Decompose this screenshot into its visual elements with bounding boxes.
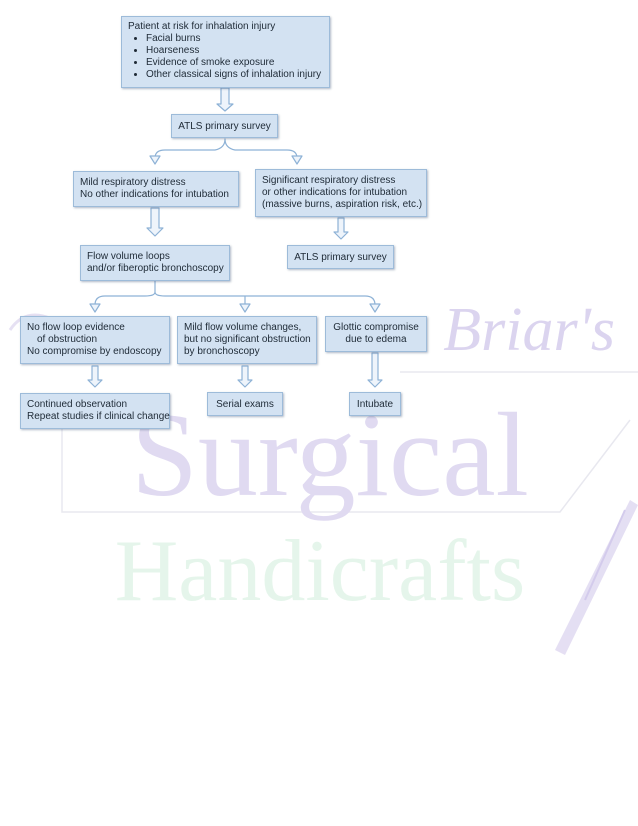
risk-sign-item: Facial burns [146, 33, 323, 45]
box-intubate: Intubate [349, 392, 401, 416]
box-flow-volume-loops: Flow volume loops and/or fiberoptic bron… [80, 245, 230, 281]
box-atls-primary-survey-right: ATLS primary survey [287, 245, 394, 269]
arrowhead-mild-changes [239, 303, 251, 313]
branch-atls [154, 138, 298, 159]
risk-sign-item: Evidence of smoke exposure [146, 57, 323, 69]
box-atls-primary-survey-top: ATLS primary survey [171, 114, 278, 138]
box-glottic-compromise: Glottic compromise due to edema [325, 316, 427, 352]
risk-sign-item: Other classical signs of inhalation inju… [146, 69, 323, 81]
box-no-flow-loop-evidence: No flow loop evidence of obstruction No … [20, 316, 170, 364]
arrowhead-significant [291, 155, 303, 165]
risk-sign-item: Hoarseness [146, 45, 323, 57]
box-mild-respiratory-distress: Mild respiratory distress No other indic… [73, 171, 239, 207]
watermark-line1: Briar's [443, 296, 615, 364]
box-serial-exams: Serial exams [207, 392, 283, 416]
arrowhead-mild [149, 155, 161, 165]
branch-flow [94, 280, 376, 306]
box-significant-respiratory-distress: Significant respiratory distress or othe… [255, 169, 427, 217]
arrow-mild-to-flow [146, 207, 164, 237]
box-patient-at-risk: Patient at risk for inhalation injury Fa… [121, 16, 330, 88]
watermark-line2: Surgical [131, 388, 529, 521]
watermark-frame [61, 419, 631, 513]
arrowhead-glottic [369, 303, 381, 313]
arrow-glottic-to-intubate [367, 352, 383, 388]
arrow-mild-changes-to-serial [237, 365, 253, 388]
scalpel-icon [555, 500, 638, 655]
risk-signs-list: Facial burns Hoarseness Evidence of smok… [128, 33, 323, 81]
watermark-line3: Handicrafts [115, 523, 525, 620]
arrow-significant-to-atls [333, 217, 349, 240]
box-mild-flow-volume-changes: Mild flow volume changes, but no signifi… [177, 316, 317, 364]
box-patient-at-risk-title: Patient at risk for inhalation injury [128, 21, 276, 32]
box-continued-observation: Continued observation Repeat studies if … [20, 393, 170, 429]
arrow-start-to-atls [216, 87, 234, 112]
arrowhead-no-evidence [89, 303, 101, 313]
arrow-no-evidence-to-continued [87, 365, 103, 388]
